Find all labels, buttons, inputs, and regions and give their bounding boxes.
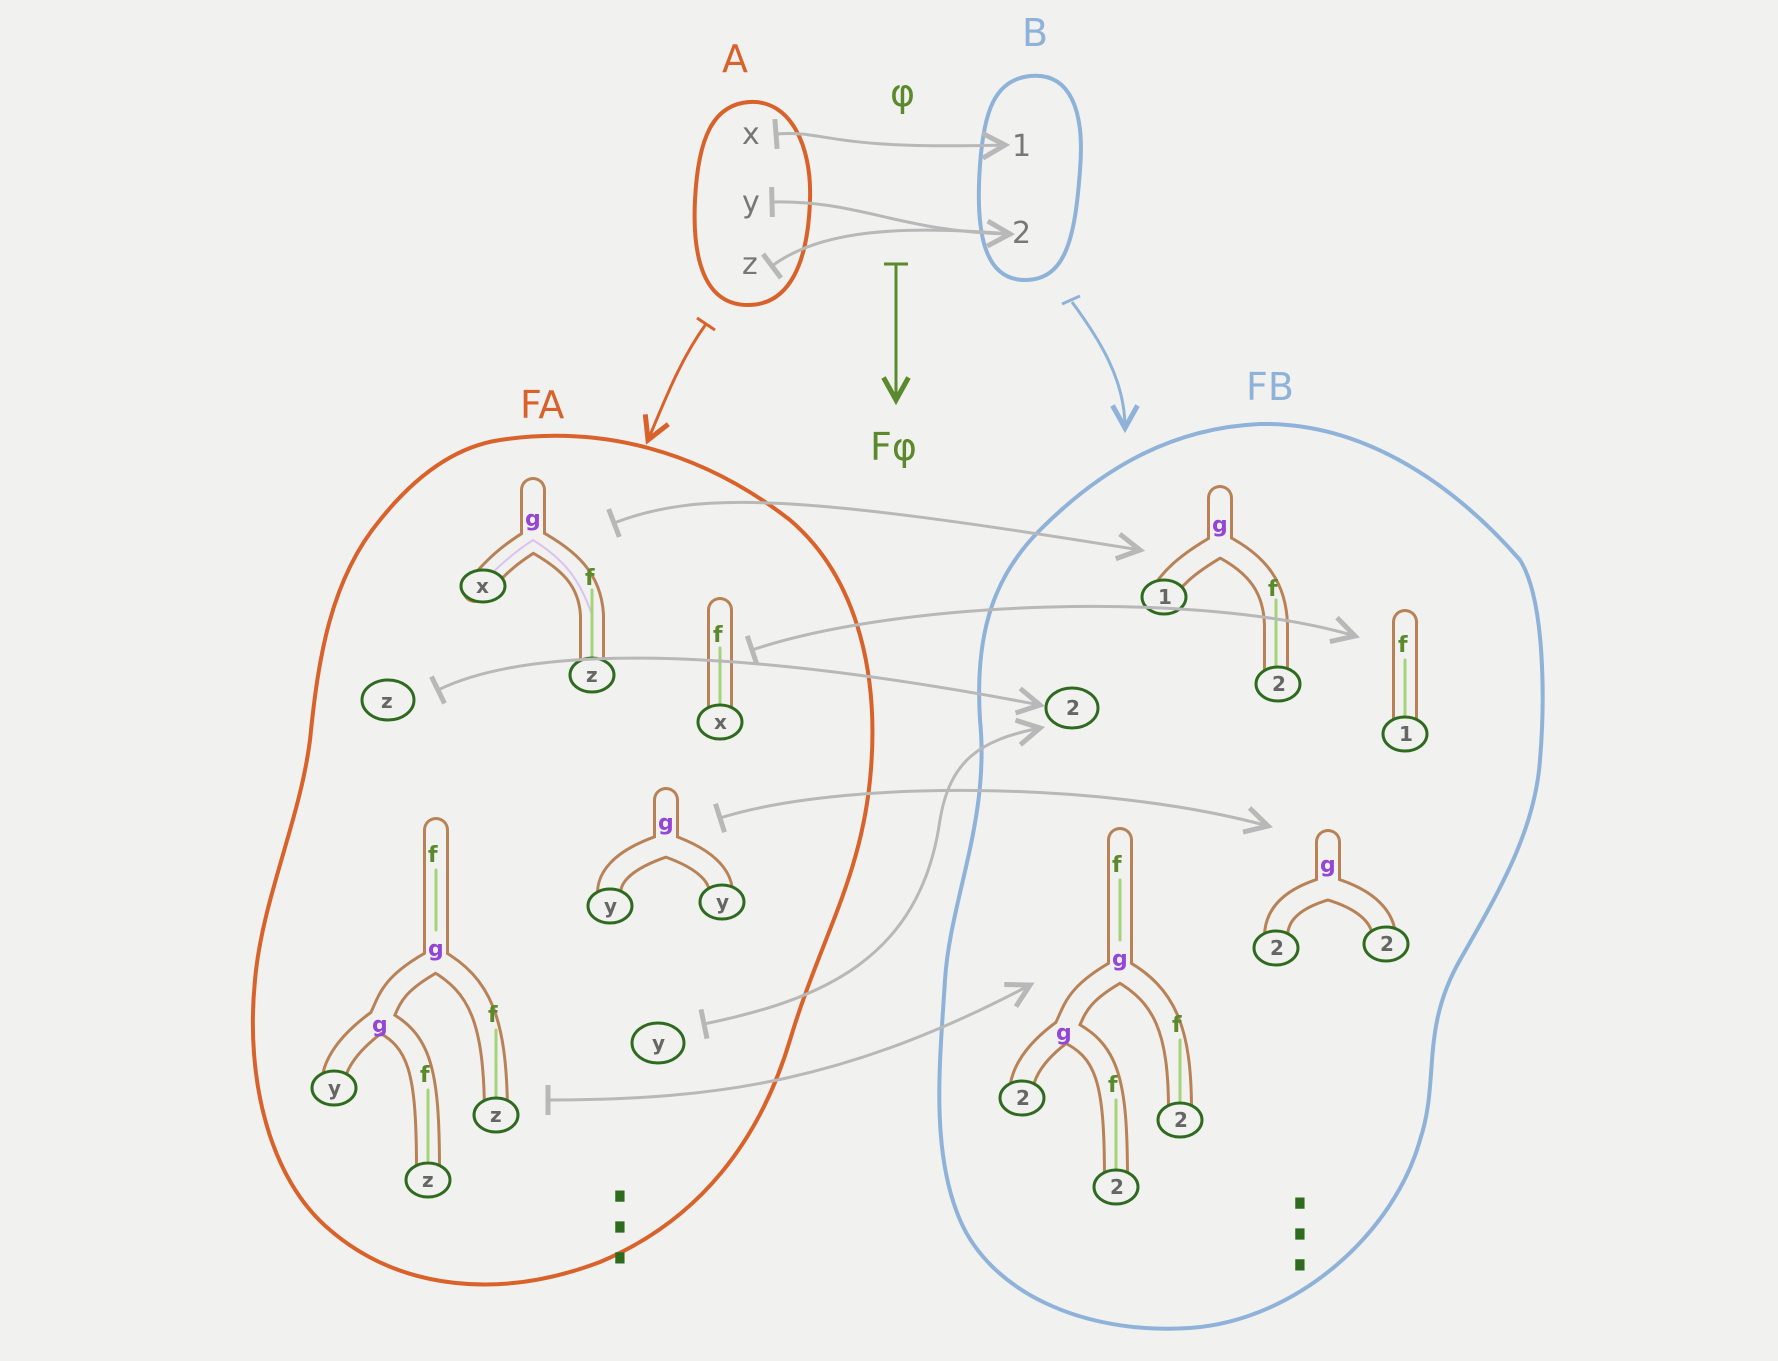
leaf-label: 2: [1016, 1086, 1030, 1110]
set-FA-boundary: [250, 433, 875, 1287]
element-x: x: [742, 117, 760, 152]
tree-FA-y: y: [630, 1021, 686, 1065]
op-g: g: [658, 811, 674, 836]
set-FA: FA ⋮: [250, 383, 875, 1287]
op-g: g: [1056, 1021, 1072, 1046]
tree-FB-g-1-f2: g f 1 2: [1140, 485, 1302, 703]
element-z: z: [742, 247, 758, 282]
op-f: f: [1268, 577, 1278, 602]
set-FB-label: FB: [1246, 365, 1294, 409]
op-f: f: [713, 623, 723, 648]
tree-FA-z: z: [360, 678, 416, 722]
set-A-label: A: [722, 37, 748, 81]
tree-FA-f-x: f x: [696, 597, 744, 741]
phi-arrows: [761, 133, 1011, 280]
leaf-label: 2: [1066, 696, 1080, 720]
phi-arrow-z-to-2: [761, 228, 1011, 280]
FB-ellipsis: ⋮: [1255, 1179, 1345, 1284]
op-g: g: [372, 1013, 388, 1038]
tree-FB-f-g-g-2-f2-f2: f g g f f 2 2 2: [998, 827, 1204, 1206]
leaf-label: 2: [1110, 1175, 1124, 1199]
F-arrow-A-to-FA: [648, 323, 708, 440]
op-f: f: [1398, 633, 1408, 658]
F-arrow-B-to-FB: [1070, 301, 1125, 428]
F-phi-label: Fφ: [870, 425, 917, 469]
set-FB: FB ⋮: [937, 365, 1545, 1331]
leaf-label: 2: [1272, 672, 1286, 696]
map-arrow-tree2: [752, 604, 1355, 650]
map-arrow-tree1: [438, 656, 1040, 705]
op-f: f: [1108, 1073, 1118, 1098]
leaf-label: y: [716, 890, 729, 914]
op-f: f: [1172, 1013, 1182, 1038]
leaf-label: y: [328, 1076, 341, 1100]
op-g: g: [1320, 853, 1336, 878]
leaf-label: 1: [1158, 585, 1172, 609]
set-A: A x y z: [692, 37, 813, 308]
op-g: g: [1112, 947, 1128, 972]
set-FA-label: FA: [520, 383, 564, 427]
op-g: g: [525, 507, 541, 532]
leaf-label: x: [714, 710, 727, 734]
leaf-label: y: [652, 1031, 665, 1055]
element-1: 1: [1012, 129, 1031, 164]
leaf-label: y: [604, 894, 617, 918]
map-arrow-tree3: [720, 788, 1268, 826]
leaf-label: x: [476, 574, 489, 598]
map-arrow-tree5: [548, 985, 1030, 1100]
element-2: 2: [1012, 216, 1031, 251]
tree-FB-f-1: f 1: [1381, 609, 1429, 753]
tree-FA-g-x-fz: g f x z: [459, 477, 616, 694]
op-f: f: [1112, 853, 1122, 878]
tree-FB-2: 2: [1044, 686, 1100, 730]
F-arrow-B-tail: [1061, 294, 1081, 306]
leaf-label: 2: [1270, 936, 1284, 960]
leaf-label: z: [490, 1103, 502, 1127]
phi-label: φ: [890, 71, 915, 115]
op-g: g: [428, 937, 444, 962]
FA-ellipsis: ⋮: [575, 1172, 665, 1277]
element-y: y: [742, 185, 760, 220]
leaf-label: 2: [1174, 1108, 1188, 1132]
op-f: f: [585, 566, 595, 591]
op-f: f: [420, 1063, 430, 1088]
phi-arrow-x-to-1: [776, 133, 1005, 145]
set-B-label: B: [1022, 11, 1048, 55]
F-phi-mapping-arrows: [438, 500, 1355, 1100]
leaf-label: 2: [1380, 932, 1394, 956]
op-f: f: [488, 1003, 498, 1028]
leaf-label: z: [381, 689, 393, 713]
map-arrow-tree0: [614, 500, 1140, 550]
F-arrow-A-tail: [696, 316, 716, 332]
op-g: g: [1212, 513, 1228, 538]
tree-FA-f-g-g-y-fz-fz: f g g f f y z z: [310, 817, 520, 1199]
op-f: f: [428, 843, 438, 868]
tree-FB-g-2-2: g 2 2: [1252, 829, 1410, 967]
leaf-label: z: [422, 1168, 434, 1192]
leaf-label: 1: [1399, 722, 1413, 746]
leaf-label: z: [586, 663, 598, 687]
